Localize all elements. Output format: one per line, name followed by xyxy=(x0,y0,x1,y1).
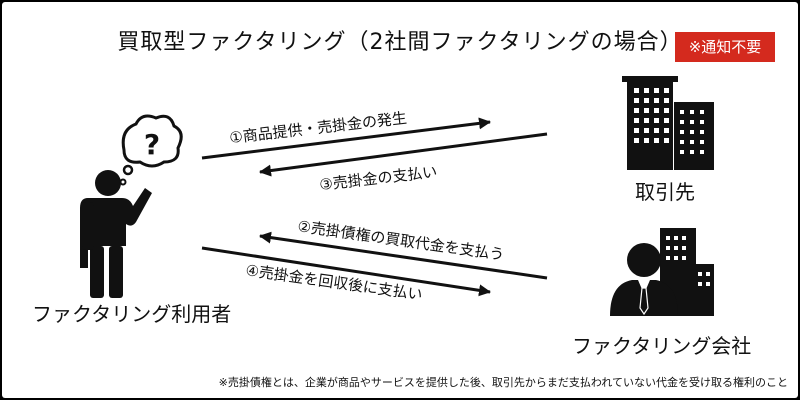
flow-arrow-4 xyxy=(201,246,491,297)
flow-label-3: ③売掛金の支払い xyxy=(318,163,438,194)
thinking-person-icon xyxy=(80,170,152,298)
question-bubble-icon: ? xyxy=(119,114,183,186)
flow-arrow-1 xyxy=(201,117,491,160)
flow-arrow-3 xyxy=(259,132,548,177)
businessman-with-buildings-icon xyxy=(610,228,714,316)
building-windows xyxy=(634,88,704,154)
footnote: ※売掛債権とは、企業が商品やサービスを提供した後、取引先からまだ支払われていない… xyxy=(218,376,788,389)
no-notice-badge: ※通知不要 xyxy=(675,32,775,62)
counterparty-label: 取引先 xyxy=(635,180,695,204)
flow-arrow-2 xyxy=(259,231,548,280)
diagram-title: 買取型ファクタリング（2社間ファクタリングの場合） xyxy=(117,30,683,55)
svg-text:?: ? xyxy=(144,128,160,161)
flow-label-1: ①商品提供・売掛金の発生 xyxy=(228,109,407,147)
factoring-user-label: ファクタリング利用者 xyxy=(32,302,232,326)
factoring-company-label: ファクタリング会社 xyxy=(572,334,752,358)
